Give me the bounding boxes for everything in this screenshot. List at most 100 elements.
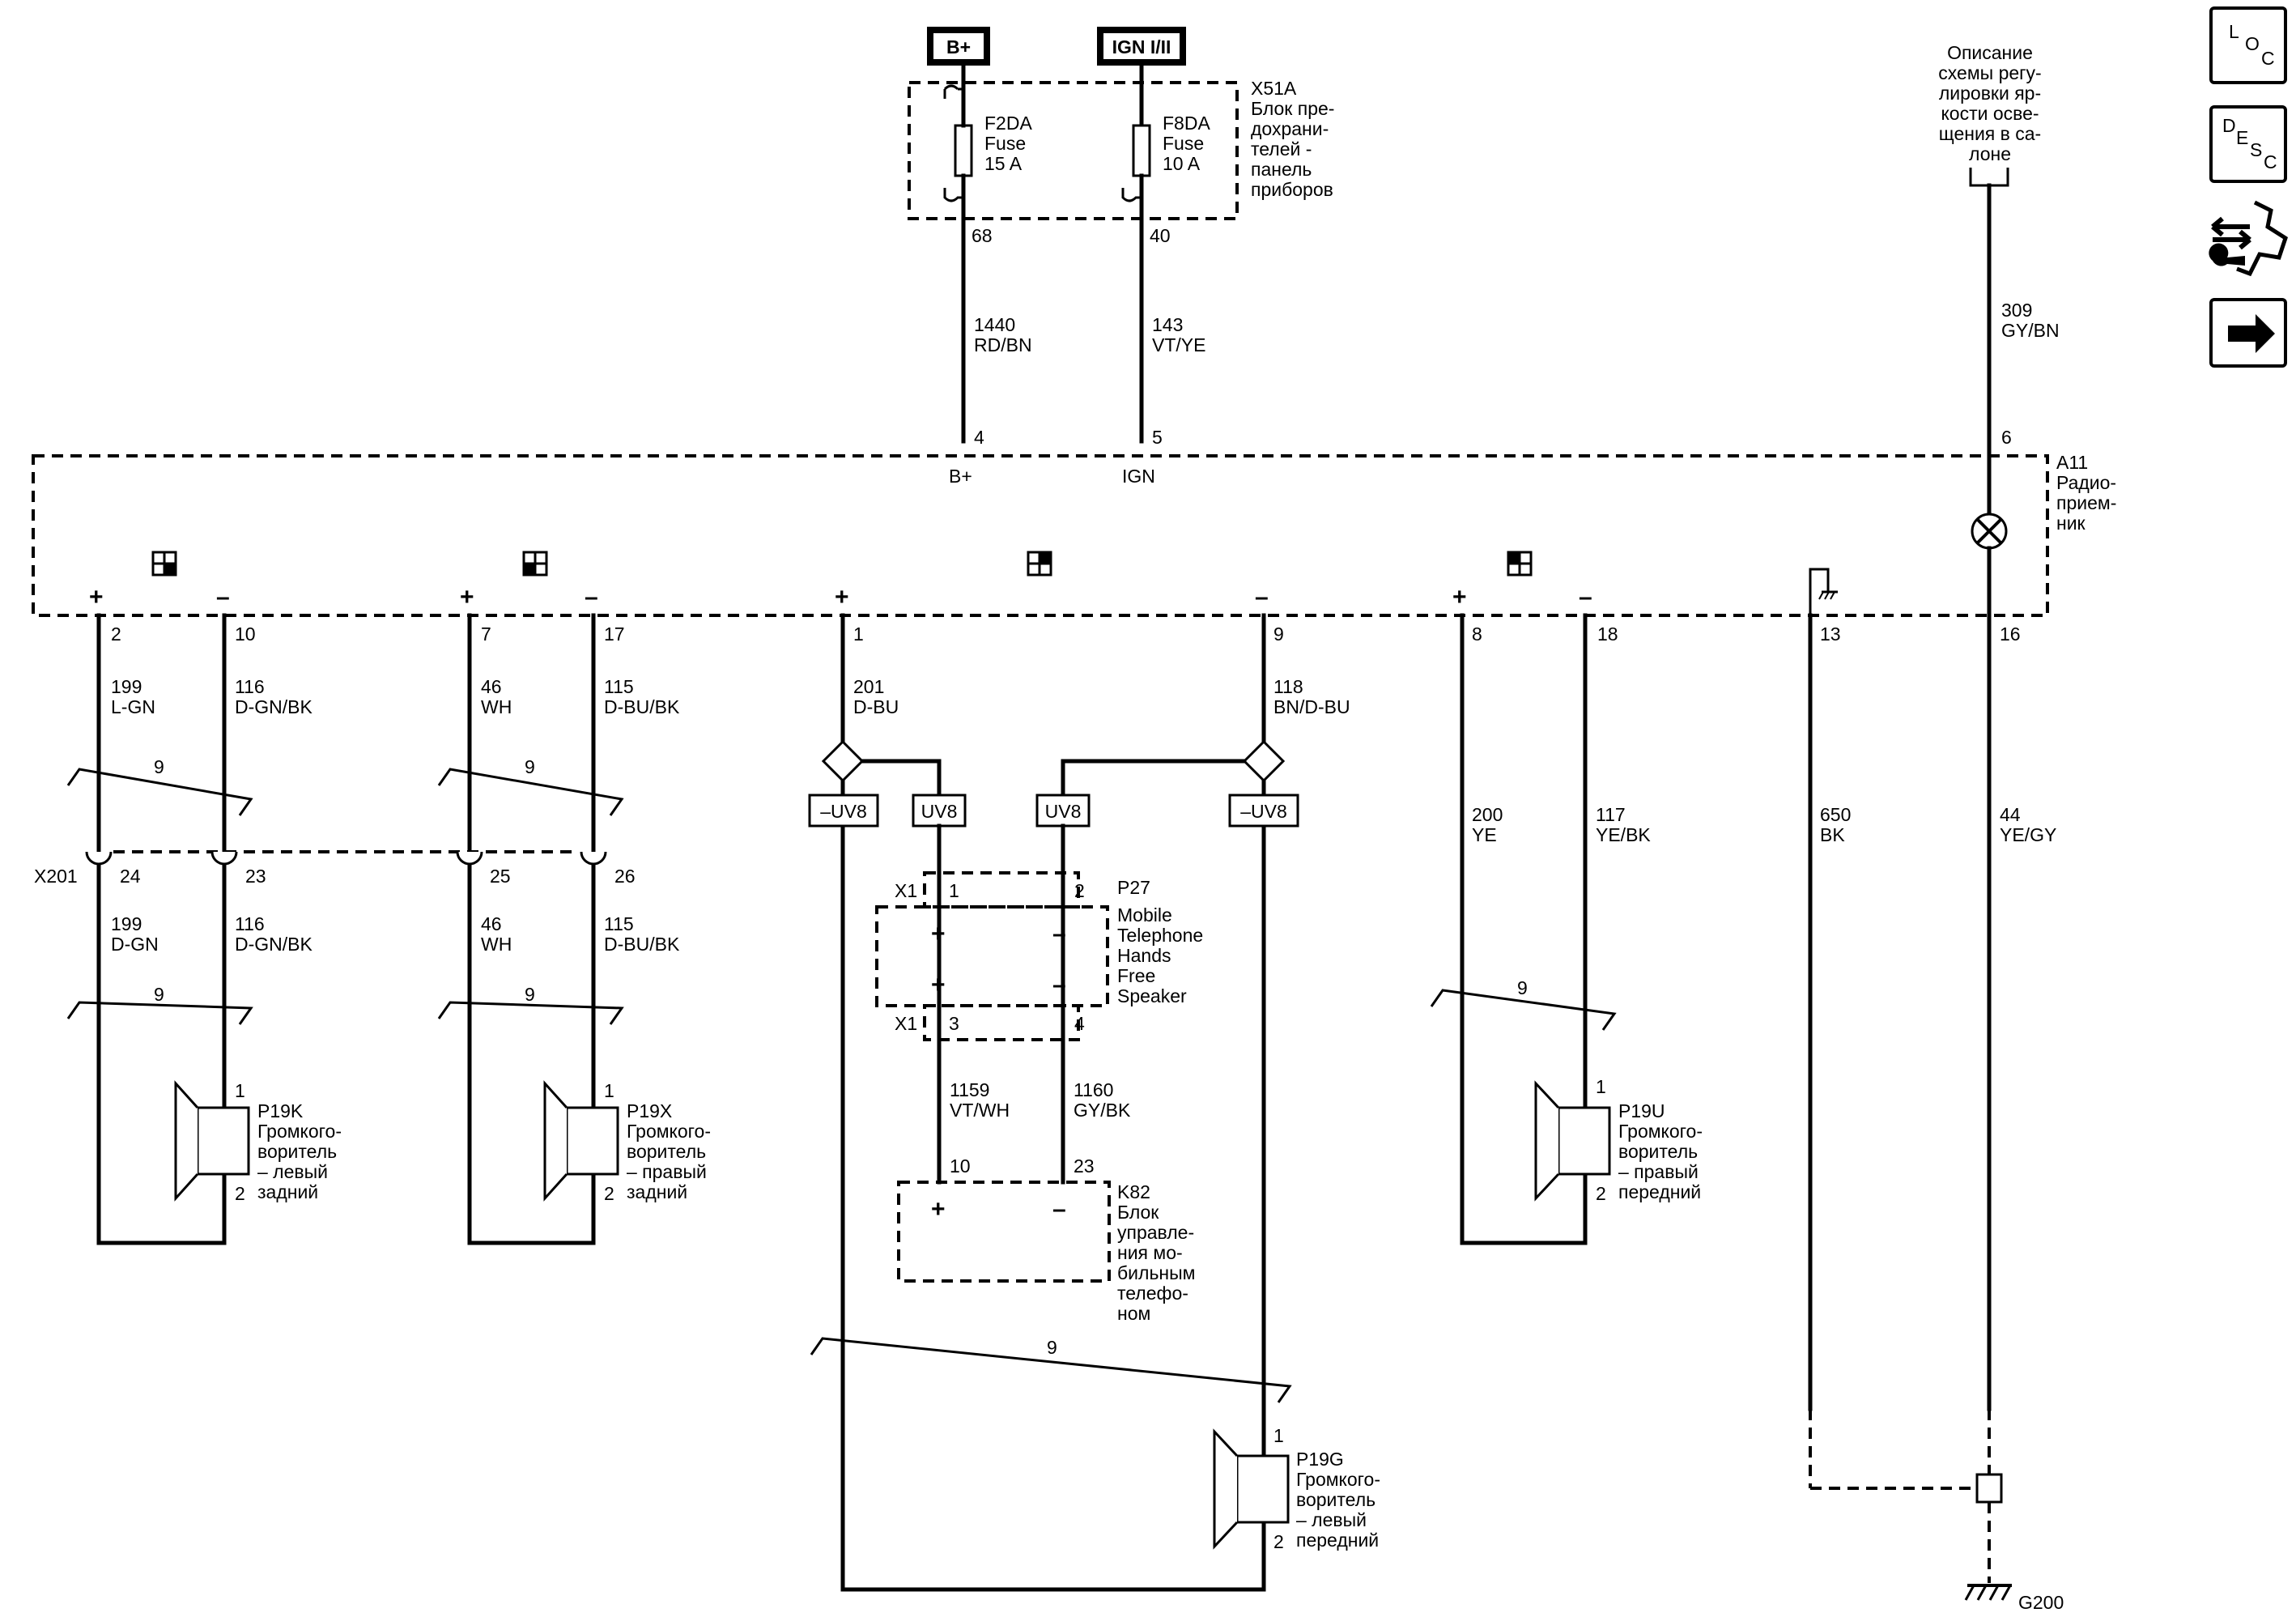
svg-text:+: +	[931, 1196, 946, 1223]
svg-text:воритель: воритель	[627, 1141, 706, 1162]
speaker-p19x-icon	[543, 1080, 619, 1202]
svg-text:лировки яр-: лировки яр-	[1939, 83, 2041, 104]
svg-text:Громкого-: Громкого-	[1296, 1469, 1380, 1490]
svg-text:RD/BN: RD/BN	[974, 334, 1032, 355]
svg-text:приборов: приборов	[1251, 179, 1333, 200]
twist-marker: 9	[66, 984, 253, 1025]
svg-text:8: 8	[1472, 623, 1482, 645]
p27-connector-x1-bottom	[923, 1004, 1080, 1041]
svg-text:16: 16	[2000, 623, 2021, 645]
svg-text:Free: Free	[1117, 965, 1155, 986]
svg-text:2: 2	[1596, 1183, 1606, 1204]
diagnostics-icon[interactable]	[2209, 200, 2288, 277]
svg-text:задний: задний	[627, 1181, 687, 1202]
location-icon[interactable]: L O C	[2209, 6, 2287, 84]
speaker-p19x-id: P19X	[627, 1100, 672, 1121]
svg-text:15 A: 15 A	[984, 153, 1023, 174]
svg-text:7: 7	[481, 623, 491, 645]
svg-text:–UV8: –UV8	[820, 801, 867, 822]
svg-text:D: D	[2222, 115, 2236, 136]
svg-text:C: C	[2261, 48, 2275, 69]
svg-text:117: 117	[1596, 804, 1626, 825]
svg-text:115: 115	[604, 676, 634, 697]
svg-text:BN/D-BU: BN/D-BU	[1273, 696, 1350, 717]
svg-text:Громкого-: Громкого-	[257, 1121, 342, 1142]
svg-text:– правый: – правый	[627, 1161, 707, 1182]
svg-text:Hands: Hands	[1117, 945, 1171, 966]
svg-text:VT/WH: VT/WH	[950, 1100, 1010, 1121]
twist-marker: 9	[437, 984, 624, 1025]
speaker-p19u-id: P19U	[1618, 1100, 1665, 1121]
splice-label-pos-left: UV8	[912, 794, 967, 828]
svg-text:бильным: бильным	[1117, 1262, 1195, 1283]
svg-text:+: +	[835, 584, 849, 611]
svg-text:воритель: воритель	[1618, 1141, 1698, 1162]
svg-text:C: C	[2264, 151, 2277, 172]
fuse-block-desc: Блок пре- дохрани- телей - панель прибор…	[1251, 98, 1334, 200]
svg-text:26: 26	[614, 866, 636, 887]
fuse-f8da-id: F8DA	[1163, 113, 1210, 134]
speaker-p19k-id: P19K	[257, 1100, 304, 1121]
k82-module-outline	[897, 1181, 1111, 1283]
svg-text:прием-: прием-	[2056, 492, 2116, 513]
svg-text:GY/BK: GY/BK	[1074, 1100, 1131, 1121]
next-page-icon[interactable]	[2209, 298, 2287, 368]
svg-text:D-BU/BK: D-BU/BK	[604, 696, 680, 717]
svg-text:200: 200	[1472, 804, 1503, 825]
svg-text:GY/BN: GY/BN	[2001, 320, 2060, 341]
svg-text:2: 2	[1074, 880, 1085, 901]
svg-text:40: 40	[1150, 225, 1171, 246]
channel-icon-1	[151, 551, 177, 577]
svg-text:Описание: Описание	[1947, 42, 2033, 63]
svg-text:1: 1	[235, 1080, 245, 1101]
svg-text:2: 2	[1273, 1531, 1284, 1552]
svg-text:лоне: лоне	[1969, 143, 2011, 164]
svg-text:2: 2	[235, 1183, 245, 1204]
svg-text:D-GN: D-GN	[111, 934, 159, 955]
svg-text:–UV8: –UV8	[1240, 801, 1287, 822]
svg-text:+: +	[89, 584, 104, 611]
svg-text:D-GN/BK: D-GN/BK	[235, 696, 313, 717]
description-icon[interactable]: D E S C	[2209, 105, 2287, 183]
svg-text:1: 1	[853, 623, 864, 645]
svg-text:–: –	[1052, 921, 1066, 947]
svg-text:17: 17	[604, 623, 625, 645]
svg-text:199: 199	[111, 913, 142, 934]
svg-text:9: 9	[1273, 623, 1284, 645]
svg-text:25: 25	[490, 866, 511, 887]
svg-text:Блок пре-: Блок пре-	[1251, 98, 1334, 119]
radio-id: A11	[2056, 452, 2088, 473]
speaker-p19g-id: P19G	[1296, 1449, 1344, 1470]
svg-text:6: 6	[2001, 427, 2012, 448]
svg-text:5: 5	[1152, 427, 1163, 448]
svg-text:–: –	[585, 584, 598, 611]
bplus-source: B+	[927, 27, 990, 66]
svg-text:650: 650	[1820, 804, 1851, 825]
svg-text:телефо-: телефо-	[1117, 1283, 1188, 1304]
ign-source: IGN I/II	[1097, 27, 1186, 66]
svg-text:Громкого-: Громкого-	[1618, 1121, 1703, 1142]
channel-icon-4	[1507, 551, 1533, 577]
p27-id: P27	[1117, 877, 1150, 898]
svg-text:309: 309	[2001, 300, 2032, 321]
radio-a11-outline	[32, 454, 2049, 617]
svg-text:1: 1	[949, 880, 959, 901]
radio-internal-ground	[1809, 568, 1838, 615]
fuse-f2da-id: F2DA	[984, 113, 1032, 134]
splice-label-neg-right: –UV8	[1228, 794, 1299, 828]
fuse-block-outline	[908, 81, 1239, 220]
twist-marker: 9	[810, 1337, 1292, 1403]
ground-splice-block	[1975, 1473, 2003, 1504]
speaker-p19k-icon	[174, 1080, 250, 1202]
svg-text:WH: WH	[481, 934, 512, 955]
svg-text:телей -: телей -	[1251, 138, 1312, 160]
svg-text:9: 9	[525, 984, 535, 1005]
svg-text:1160: 1160	[1074, 1079, 1113, 1100]
svg-text:1159: 1159	[950, 1079, 989, 1100]
svg-text:Fuse: Fuse	[1163, 133, 1204, 154]
svg-text:3: 3	[949, 1013, 959, 1034]
p27-module-outline	[875, 905, 1109, 1007]
svg-text:– левый: – левый	[1296, 1509, 1367, 1530]
svg-text:1440: 1440	[974, 314, 1015, 335]
